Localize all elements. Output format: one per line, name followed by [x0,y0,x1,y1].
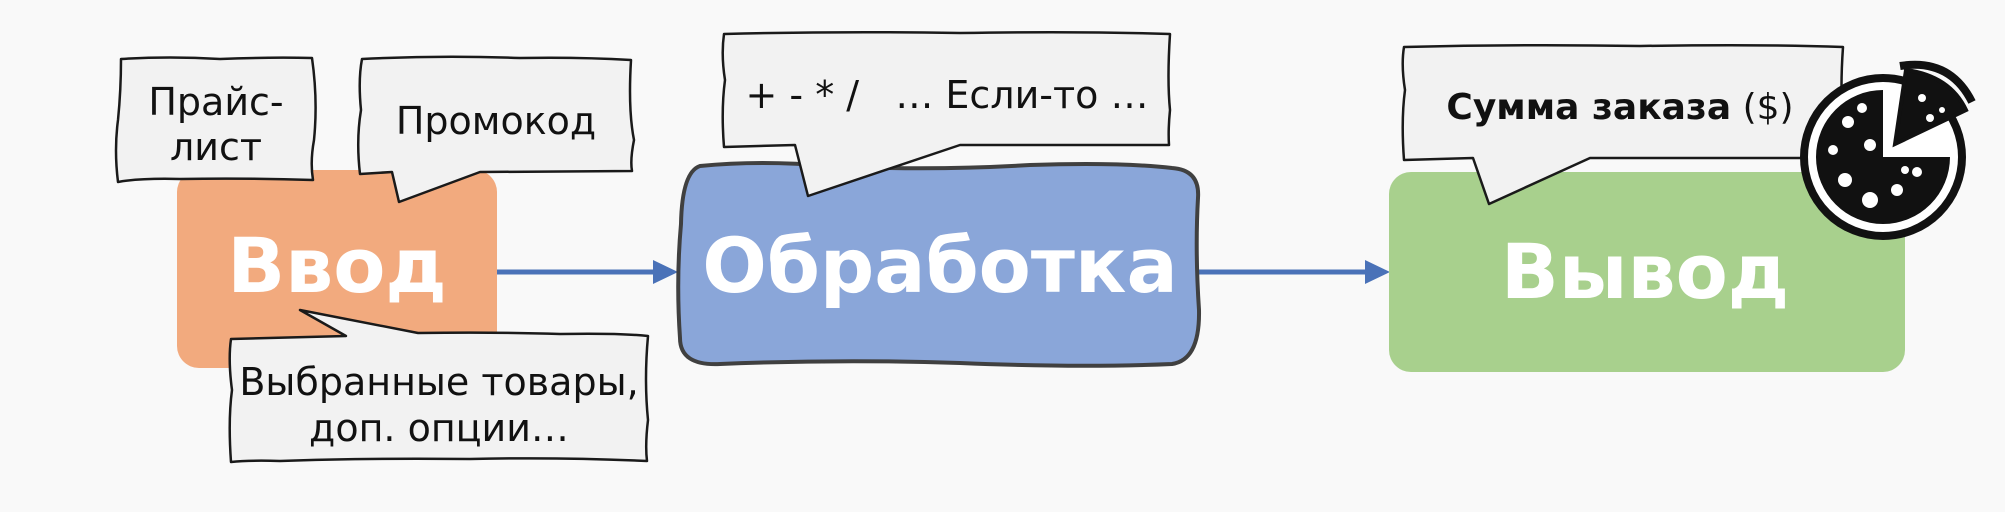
callout-promo-code-text: Промокод [396,99,596,143]
callout-selected-items-shape [228,308,650,464]
callout-selected-items-line-1: Выбранные товары, [239,360,638,404]
callout-price-list-line-2: лист [170,125,262,169]
input-box-shape [177,170,497,368]
callout-order-total-bold: Сумма заказа [1446,87,1731,128]
output-box-shape [1389,172,1905,372]
callout-price-list-line-1: Прайс- [148,80,283,124]
process-box-label: Обработка [702,221,1178,310]
pizza-icon-slice-crust [1899,60,1976,104]
pizza-icon [1800,60,1976,240]
pizza-icon-slice [1892,67,1969,148]
callout-order-total-rest: ($) [1731,87,1793,128]
arrow-process-to-output [1198,260,1390,284]
arrow-input-to-process [496,260,678,284]
callout-operations: + - * / … Если-то … [721,30,1172,198]
callout-operations-shape [721,30,1172,198]
callout-price-list: Прайс- лист [114,56,317,184]
output-box-label: Вывод [1501,227,1789,316]
input-box-label: Ввод [227,221,447,310]
callout-price-list-shape [114,56,317,184]
callout-promo-code: Промокод [356,55,636,204]
callout-selected-items-line-2: доп. опции… [309,406,569,450]
callout-order-total-text: Сумма заказа ($) [1446,87,1793,128]
callout-order-total: Сумма заказа ($) [1401,43,1845,206]
callout-operations-text: + - * / … Если-то … [746,73,1149,117]
callout-selected-items: Выбранные товары, доп. опции… [228,308,650,464]
process-box: Обработка [676,161,1202,368]
output-box: Вывод [1389,172,1905,372]
callout-promo-code-shape [356,55,636,204]
input-box: Ввод [177,170,497,368]
pizza-icon-toppings [1828,94,1945,208]
process-box-shape [676,161,1202,368]
